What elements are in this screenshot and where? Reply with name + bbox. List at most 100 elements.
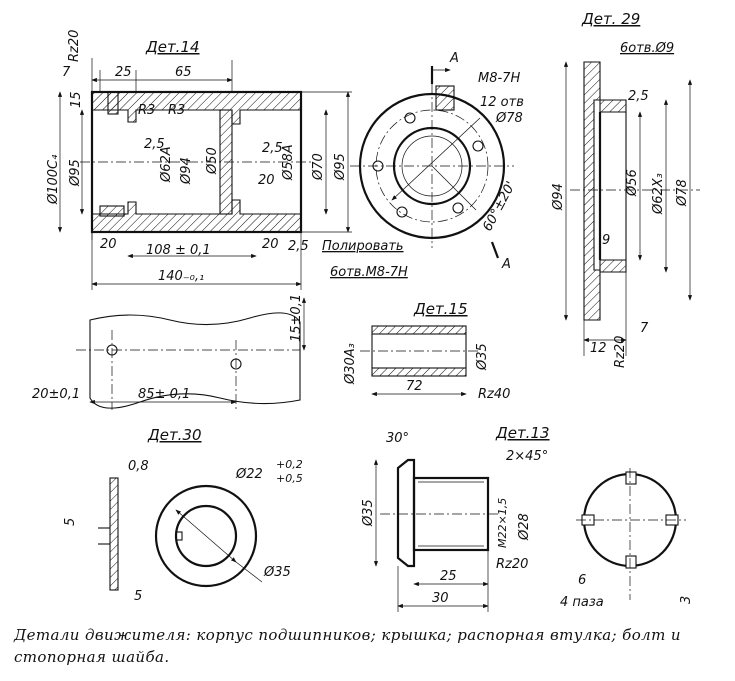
cover-dia-leader (391, 117, 481, 201)
det30-title: Дет.30 (147, 426, 202, 444)
det15-dia35: Ø35 (475, 343, 490, 371)
washer-slot-top (625, 471, 637, 485)
det30-dim-5h: 5 (134, 589, 142, 604)
det30-outer-circle (154, 484, 258, 588)
det14-r3b: R3 (168, 103, 185, 118)
det29-dia62: Ø62Х₃ (651, 173, 666, 215)
det29-dia94: Ø94 (551, 183, 566, 211)
det29-dim-7: 7 (640, 321, 649, 336)
det30-dia35: Ø35 (263, 565, 291, 580)
det14-dim-15: 15 (69, 91, 84, 108)
cover-section-a-top: А (449, 51, 459, 66)
det30-tol-up: +0,2 (276, 458, 303, 471)
det30-dia22: Ø22 (235, 467, 263, 482)
slotted-washer: 6 4 паза 3 (560, 468, 694, 610)
det14-dim-20r: 20 (258, 173, 275, 188)
det13-dia28: Ø28 (517, 513, 532, 541)
det15-rz: Rz40 (478, 387, 510, 402)
det14-dia94: Ø94 (179, 157, 194, 185)
det29-flange (583, 61, 601, 321)
cover-section-a-bottom: А (501, 257, 511, 272)
det30-tol-dn: +0,5 (276, 472, 303, 485)
det14-dim-2-5b: 2,5 (262, 141, 283, 156)
det14-rz: Rz20 (67, 30, 82, 62)
washer-slots: 4 паза (560, 595, 604, 610)
strip-dim-20: 20±0,1 (32, 387, 80, 402)
washer-dim-3: 3 (679, 596, 694, 604)
det30-dim-0-8: 0,8 (128, 459, 149, 474)
det14-dim-65: 65 (175, 65, 192, 80)
strip-outline (89, 312, 301, 409)
cover-cut-bottom (490, 241, 500, 259)
det14-dim-25: 25 (115, 65, 132, 80)
det14-top-wall (91, 91, 302, 125)
det13-dia35: Ø35 (361, 499, 376, 527)
det14-title: Дет.14 (145, 38, 200, 56)
det14-dia100: Ø100C₄ (46, 154, 61, 205)
det13-thread: М22×1,5 (496, 498, 509, 548)
det13-dim-30: 30 (432, 591, 449, 606)
det14-dim-2-5a: 2,5 (144, 137, 165, 152)
cover-hole-4 (396, 206, 408, 218)
det29-dia56: Ø56 (625, 169, 640, 197)
strip-development: 15±0,1 20±0,1 85± 0,1 (32, 294, 307, 410)
det13-title: Дет.13 (495, 424, 550, 442)
det14-dia58: Ø58А (281, 144, 296, 181)
det29-dia78: Ø78 (675, 179, 690, 207)
washer-dim-6: 6 (578, 573, 586, 588)
cover-hole-5 (452, 202, 464, 214)
det29-title: Дет. 29 (581, 10, 640, 28)
det15-wall-bottom (371, 367, 467, 377)
det29-holes: 6отв.Ø9 (620, 41, 674, 56)
det13-rz: Rz20 (496, 557, 528, 572)
strip-dim-15: 15±0,1 (289, 294, 304, 342)
det14-polish: Полировать (322, 239, 404, 254)
washer-slot-bottom (625, 555, 637, 569)
det14-r3a: R3 (138, 103, 155, 118)
det29-dim-12: 12 (590, 341, 607, 356)
det15-dim-72: 72 (406, 379, 423, 394)
det14-dim-7: 7 (62, 65, 71, 80)
det15-title: Дет.15 (413, 300, 468, 318)
det14-dia62: Ø62А (159, 146, 174, 183)
det29-dim-2-5: 2,5 (628, 89, 649, 104)
det15-dia30: Ø30А₃ (343, 343, 358, 385)
figure-caption: Детали движителя: корпус подшипников; кр… (14, 626, 681, 666)
det13-head (396, 458, 416, 568)
det29-rz: Rz20 (613, 336, 628, 368)
cover-thread: М8-7Н (478, 71, 520, 86)
cover-holes12: 12 отв (480, 95, 524, 110)
cover-hole-2 (472, 140, 484, 152)
det14-holes: 6отв.М8-7Н (330, 265, 408, 280)
strip-dim-85: 85± 0,1 (138, 387, 190, 402)
cover-angle-line (431, 165, 477, 211)
det15-wall-top (371, 325, 467, 335)
det29-cover-section: Дет. 29 6отв.Ø9 2,5 Ø94 Ø56 Ø62Х₃ Ø78 9 … (551, 10, 700, 368)
det14-dia95l: Ø95 (68, 159, 83, 187)
det30-dimline-22 (175, 509, 237, 563)
det14-bearing-housing: Дет.14 Rz20 7 25 65 15 R3 R3 2,5 2,5 Ø10… (46, 30, 408, 290)
det14-dim-20bl: 20 (100, 237, 117, 252)
det14-dia50: Ø50 (205, 147, 220, 175)
det13-angle: 30° (386, 431, 409, 446)
det15-spacer-sleeve: Дет.15 Ø30А₃ Ø35 72 Rz40 (343, 300, 510, 402)
det14-dim-140: 140₋₀,₁ (158, 269, 204, 284)
det29-step-top (599, 99, 627, 113)
det14-dia70: Ø70 (311, 153, 326, 181)
det30-lock-washer: Дет.30 0,8 5 5 Ø22 +0,2 +0,5 Ø35 (63, 426, 303, 604)
cover-tapped-boss (435, 85, 455, 111)
det14-dim-108: 108 ± 0,1 (146, 243, 211, 258)
det30-dim-5v: 5 (63, 518, 78, 526)
det30-side-section (109, 477, 119, 591)
det14-hole-bottom (99, 205, 125, 217)
det14-hole-top (107, 91, 119, 115)
cover-angle: 60°±20' (480, 179, 519, 234)
det14-dim-2-5b2: 2,5 (288, 239, 309, 254)
det30-leader-35 (235, 561, 263, 583)
det14-dia95r: Ø95 (333, 153, 348, 181)
det13-chamfer: 2×45° (506, 449, 548, 464)
det14-dim-20br: 20 (262, 237, 279, 252)
det13-dim-25: 25 (440, 569, 457, 584)
cover-hole-1 (404, 112, 416, 124)
